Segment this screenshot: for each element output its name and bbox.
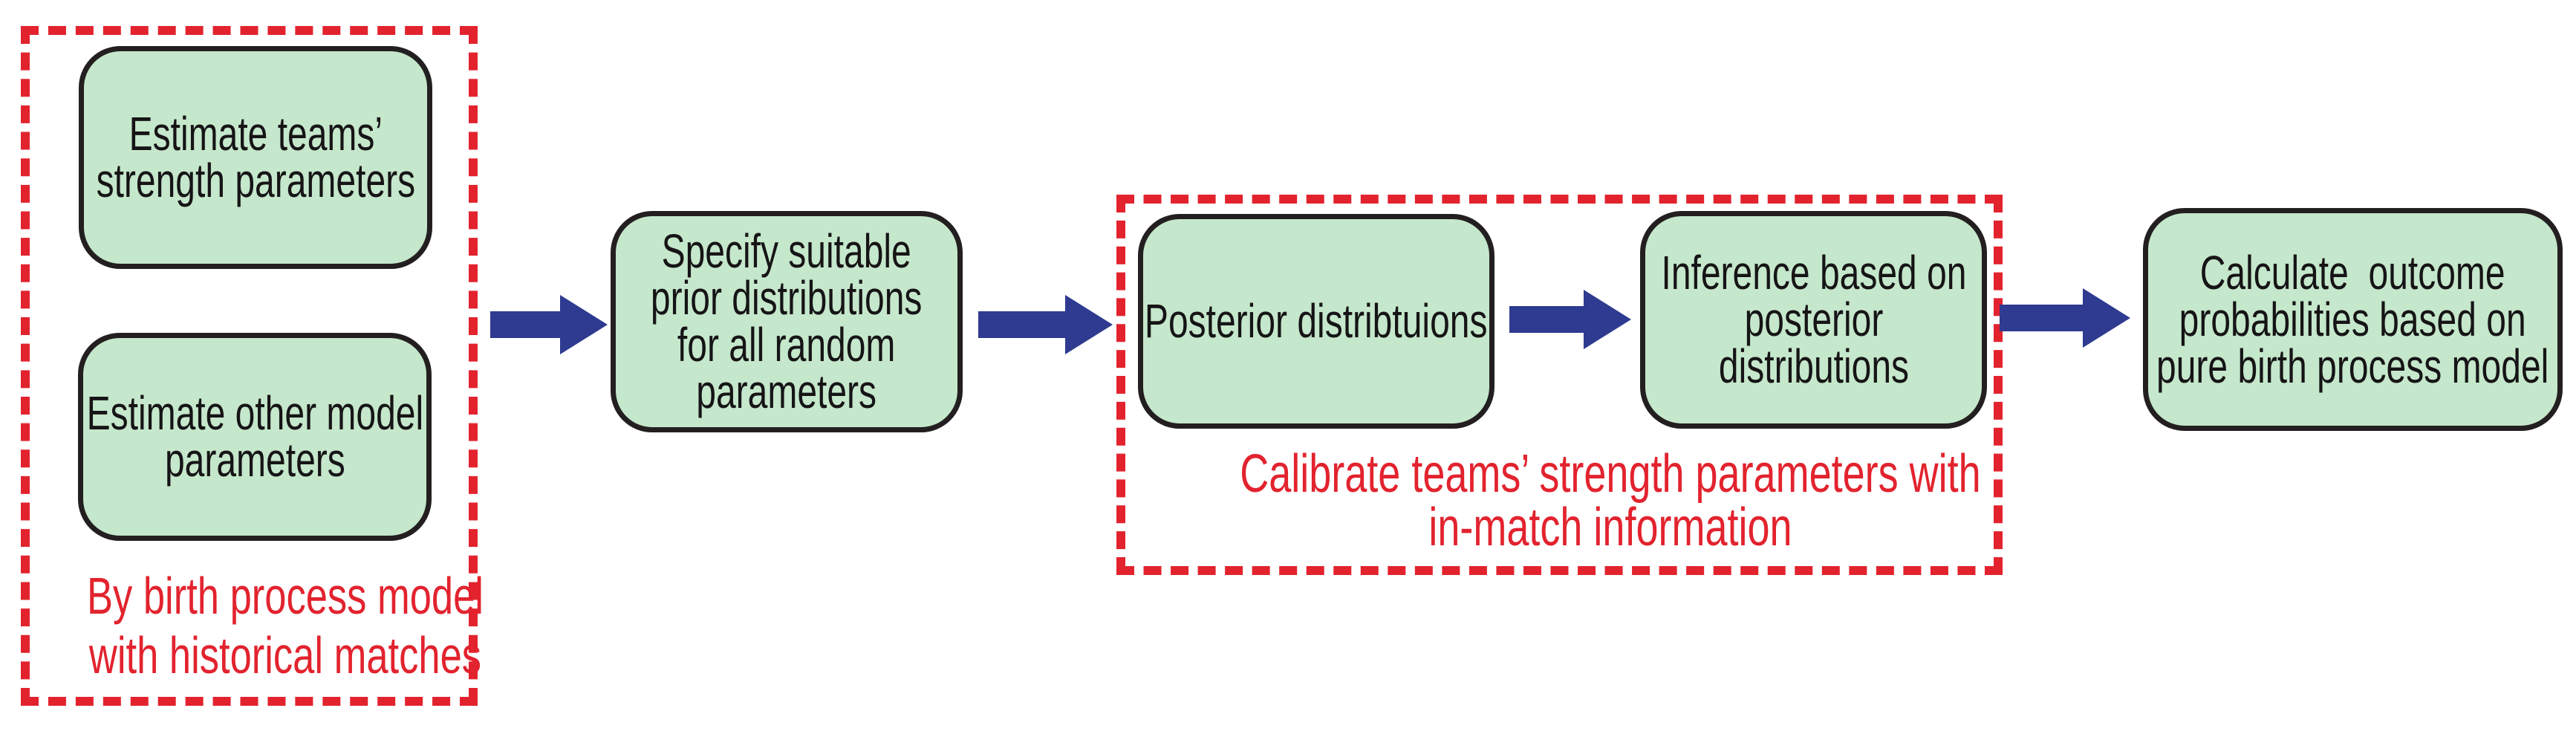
- step-box-inference: Inference based on posterior distributio…: [1640, 211, 1987, 429]
- in-match-caption-text: Calibrate teams’ strength parameters wit…: [1240, 444, 1981, 557]
- in-match-group-outline: [1116, 195, 2003, 575]
- step-box-specify-priors: Specify suitable prior distributions for…: [611, 211, 963, 432]
- step-box-posterior: Posterior distribtuions: [1138, 214, 1494, 429]
- step-box-estimate-strength: Estimate teams’ strength parameters: [79, 46, 432, 269]
- in-match-group-caption: Calibrate teams’ strength parameters wit…: [1116, 447, 2003, 554]
- flow-arrow-icon-3: [1509, 290, 1631, 349]
- step-label-estimate-other: Estimate other model parameters: [86, 386, 423, 487]
- historical-group-caption: By birth process model with historical m…: [21, 566, 484, 685]
- flow-arrow-icon-2: [978, 295, 1113, 354]
- step-label-estimate-strength: Estimate teams’ strength parameters: [96, 107, 415, 207]
- historical-caption-text: By birth process model with historical m…: [86, 567, 484, 684]
- historical-group-outline: [21, 26, 478, 706]
- step-label-specify-priors: Specify suitable prior distributions for…: [651, 224, 923, 418]
- step-box-calculate: Calculate outcome probabilities based on…: [2143, 208, 2563, 431]
- step-label-calculate: Calculate outcome probabilities based on…: [2156, 245, 2549, 393]
- flow-arrow-icon-4: [2000, 288, 2130, 348]
- step-box-estimate-other: Estimate other model parameters: [78, 333, 432, 541]
- step-label-posterior: Posterior distribtuions: [1145, 294, 1488, 348]
- flow-arrow-icon-1: [490, 295, 608, 354]
- step-label-inference: Inference based on posterior distributio…: [1661, 246, 1966, 393]
